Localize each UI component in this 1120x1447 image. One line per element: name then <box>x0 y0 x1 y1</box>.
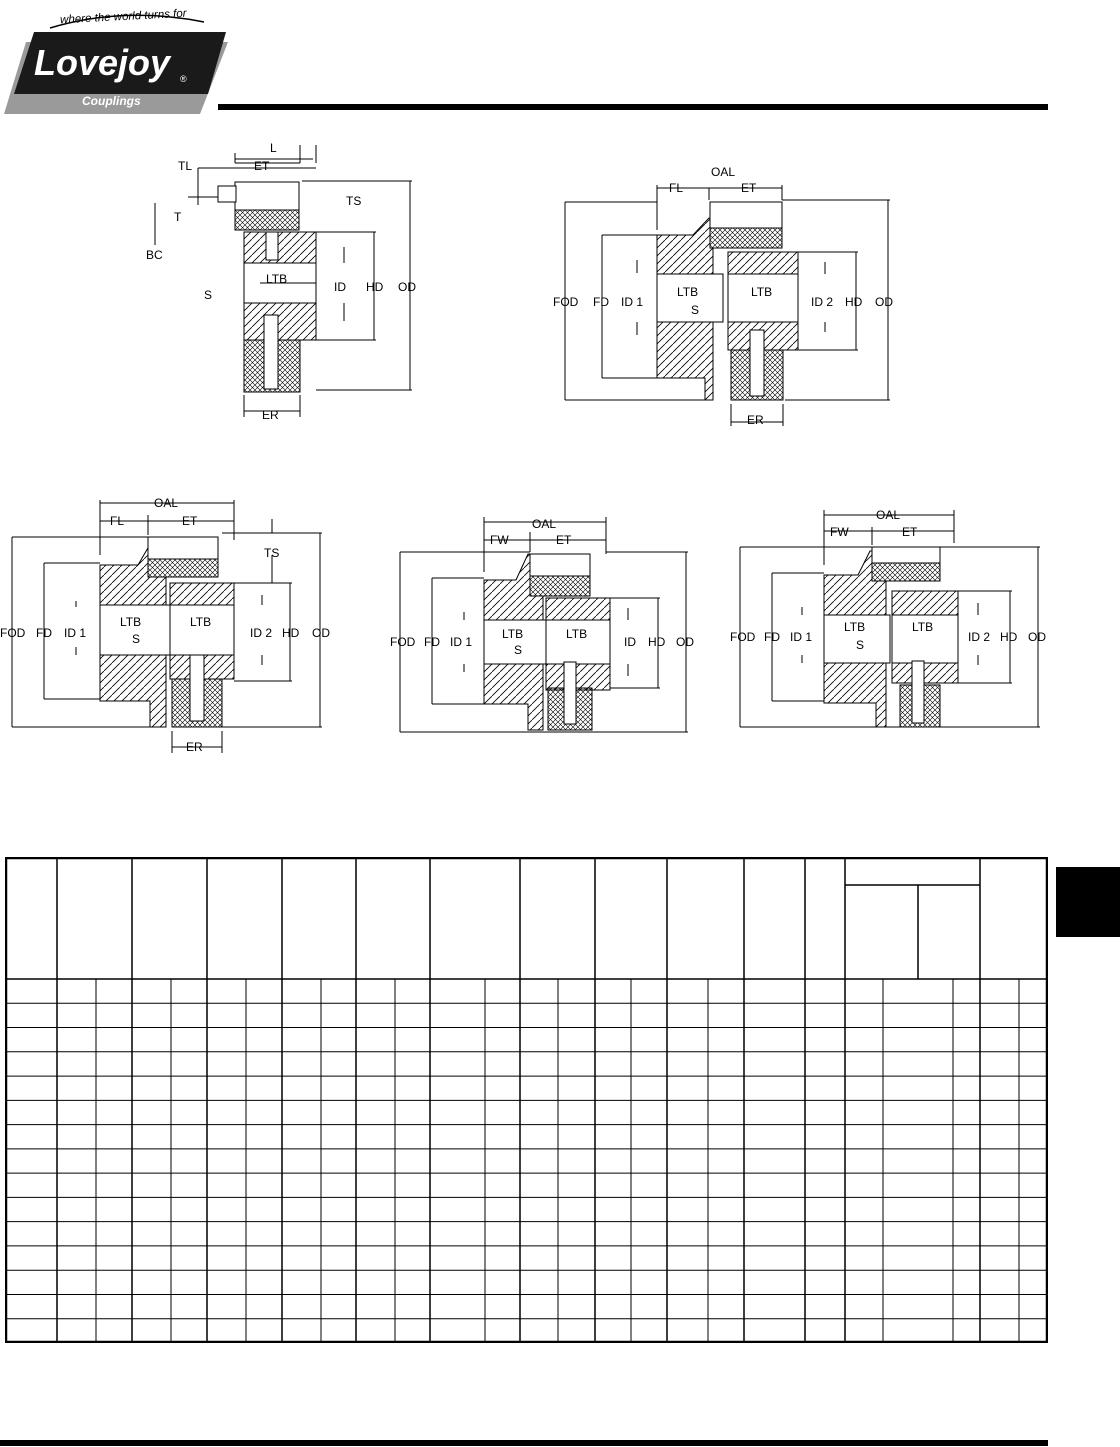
label-ID1: ID 1 <box>450 635 472 649</box>
label-HD: HD <box>282 626 300 640</box>
label-LTB-2: LTB <box>751 285 772 299</box>
label-FD: FD <box>36 626 52 640</box>
label-S: S <box>132 632 140 646</box>
label-ET: ET <box>556 533 572 547</box>
label-TS: TS <box>264 546 279 560</box>
footer-rule <box>0 1440 1048 1446</box>
label-ET: ET <box>741 181 757 195</box>
label-S: S <box>204 288 212 302</box>
label-LTB-2: LTB <box>190 615 211 629</box>
label-ID1: ID 1 <box>64 626 86 640</box>
label-LTB-1: LTB <box>677 285 698 299</box>
label-FW: FW <box>830 525 849 539</box>
drawing-flanged-spacer: OAL FL ET TS FOD FD ID 1 LTB LTB S ID 2 … <box>0 496 330 754</box>
logo-wordmark: Lovejoy <box>34 42 172 83</box>
logo-arc <box>49 14 205 29</box>
label-HD: HD <box>366 280 384 294</box>
label-FOD: FOD <box>390 635 416 649</box>
label-ID: ID <box>624 635 636 649</box>
label-FD: FD <box>764 630 780 644</box>
label-LTB-2: LTB <box>912 620 933 634</box>
logo-couplings: Couplings <box>82 94 141 108</box>
drawing-flywheel-type: OAL FW ET FOD FD ID 1 LTB LTB S ID HD OD <box>390 517 694 733</box>
drawing-flanged-assembly: OAL FL ET FOD FD ID 1 LTB LTB S ID 2 HD … <box>553 165 893 427</box>
label-ET: ET <box>182 514 198 528</box>
logo-registered: ® <box>180 74 187 84</box>
label-LTB-1: LTB <box>120 615 141 629</box>
label-OAL: OAL <box>532 517 556 531</box>
label-ID1: ID 1 <box>790 630 812 644</box>
label-OD: OD <box>398 280 416 294</box>
label-LTB-2: LTB <box>566 627 587 641</box>
label-OAL: OAL <box>154 496 178 510</box>
label-ET: ET <box>902 525 918 539</box>
label-ID1: ID 1 <box>621 295 643 309</box>
label-ER: ER <box>262 408 279 422</box>
label-LTB-1: LTB <box>502 627 523 641</box>
label-LTB-1: LTB <box>844 620 865 634</box>
spec-table <box>5 857 1048 1343</box>
drawing-hub-section: L TL ET TS T BC LTB S ID HD OD ER <box>146 141 416 422</box>
logo-banner <box>14 32 226 94</box>
label-ID2: ID 2 <box>811 295 833 309</box>
label-FD: FD <box>424 635 440 649</box>
label-OD: OD <box>875 295 893 309</box>
label-OD: OD <box>676 635 694 649</box>
label-FW: FW <box>490 533 509 547</box>
label-ID2: ID 2 <box>250 626 272 640</box>
label-FOD: FOD <box>0 626 26 640</box>
label-OAL: OAL <box>876 508 900 522</box>
header-rule <box>218 104 1048 110</box>
label-T: T <box>174 210 182 224</box>
label-S: S <box>514 643 522 657</box>
label-FD: FD <box>593 295 609 309</box>
label-FOD: FOD <box>553 295 579 309</box>
label-ER: ER <box>186 740 203 754</box>
label-OD: OD <box>312 626 330 640</box>
label-L: L <box>270 141 277 155</box>
drawing-flywheel-spacer: OAL FW ET FOD FD ID 1 LTB LTB S ID 2 HD … <box>730 508 1046 728</box>
logo-tagline: where the world turns for <box>60 8 188 27</box>
label-LTB: LTB <box>266 272 287 286</box>
label-FOD: FOD <box>730 630 756 644</box>
label-S: S <box>856 638 864 652</box>
label-OAL: OAL <box>711 165 735 179</box>
label-OD: OD <box>1028 630 1046 644</box>
lovejoy-logo: where the world turns for Lovejoy ® Coup… <box>4 8 228 114</box>
section-tab <box>1056 867 1120 937</box>
label-HD: HD <box>648 635 666 649</box>
label-TL: TL <box>178 159 192 173</box>
label-S: S <box>691 303 699 317</box>
label-TS: TS <box>346 194 361 208</box>
label-ET: ET <box>254 159 270 173</box>
label-BC: BC <box>146 248 163 262</box>
label-HD: HD <box>845 295 863 309</box>
label-ID2: ID 2 <box>968 630 990 644</box>
label-ER: ER <box>747 413 764 427</box>
label-ID: ID <box>334 280 346 294</box>
label-HD: HD <box>1000 630 1018 644</box>
label-FL: FL <box>669 181 683 195</box>
label-FL: FL <box>110 514 124 528</box>
